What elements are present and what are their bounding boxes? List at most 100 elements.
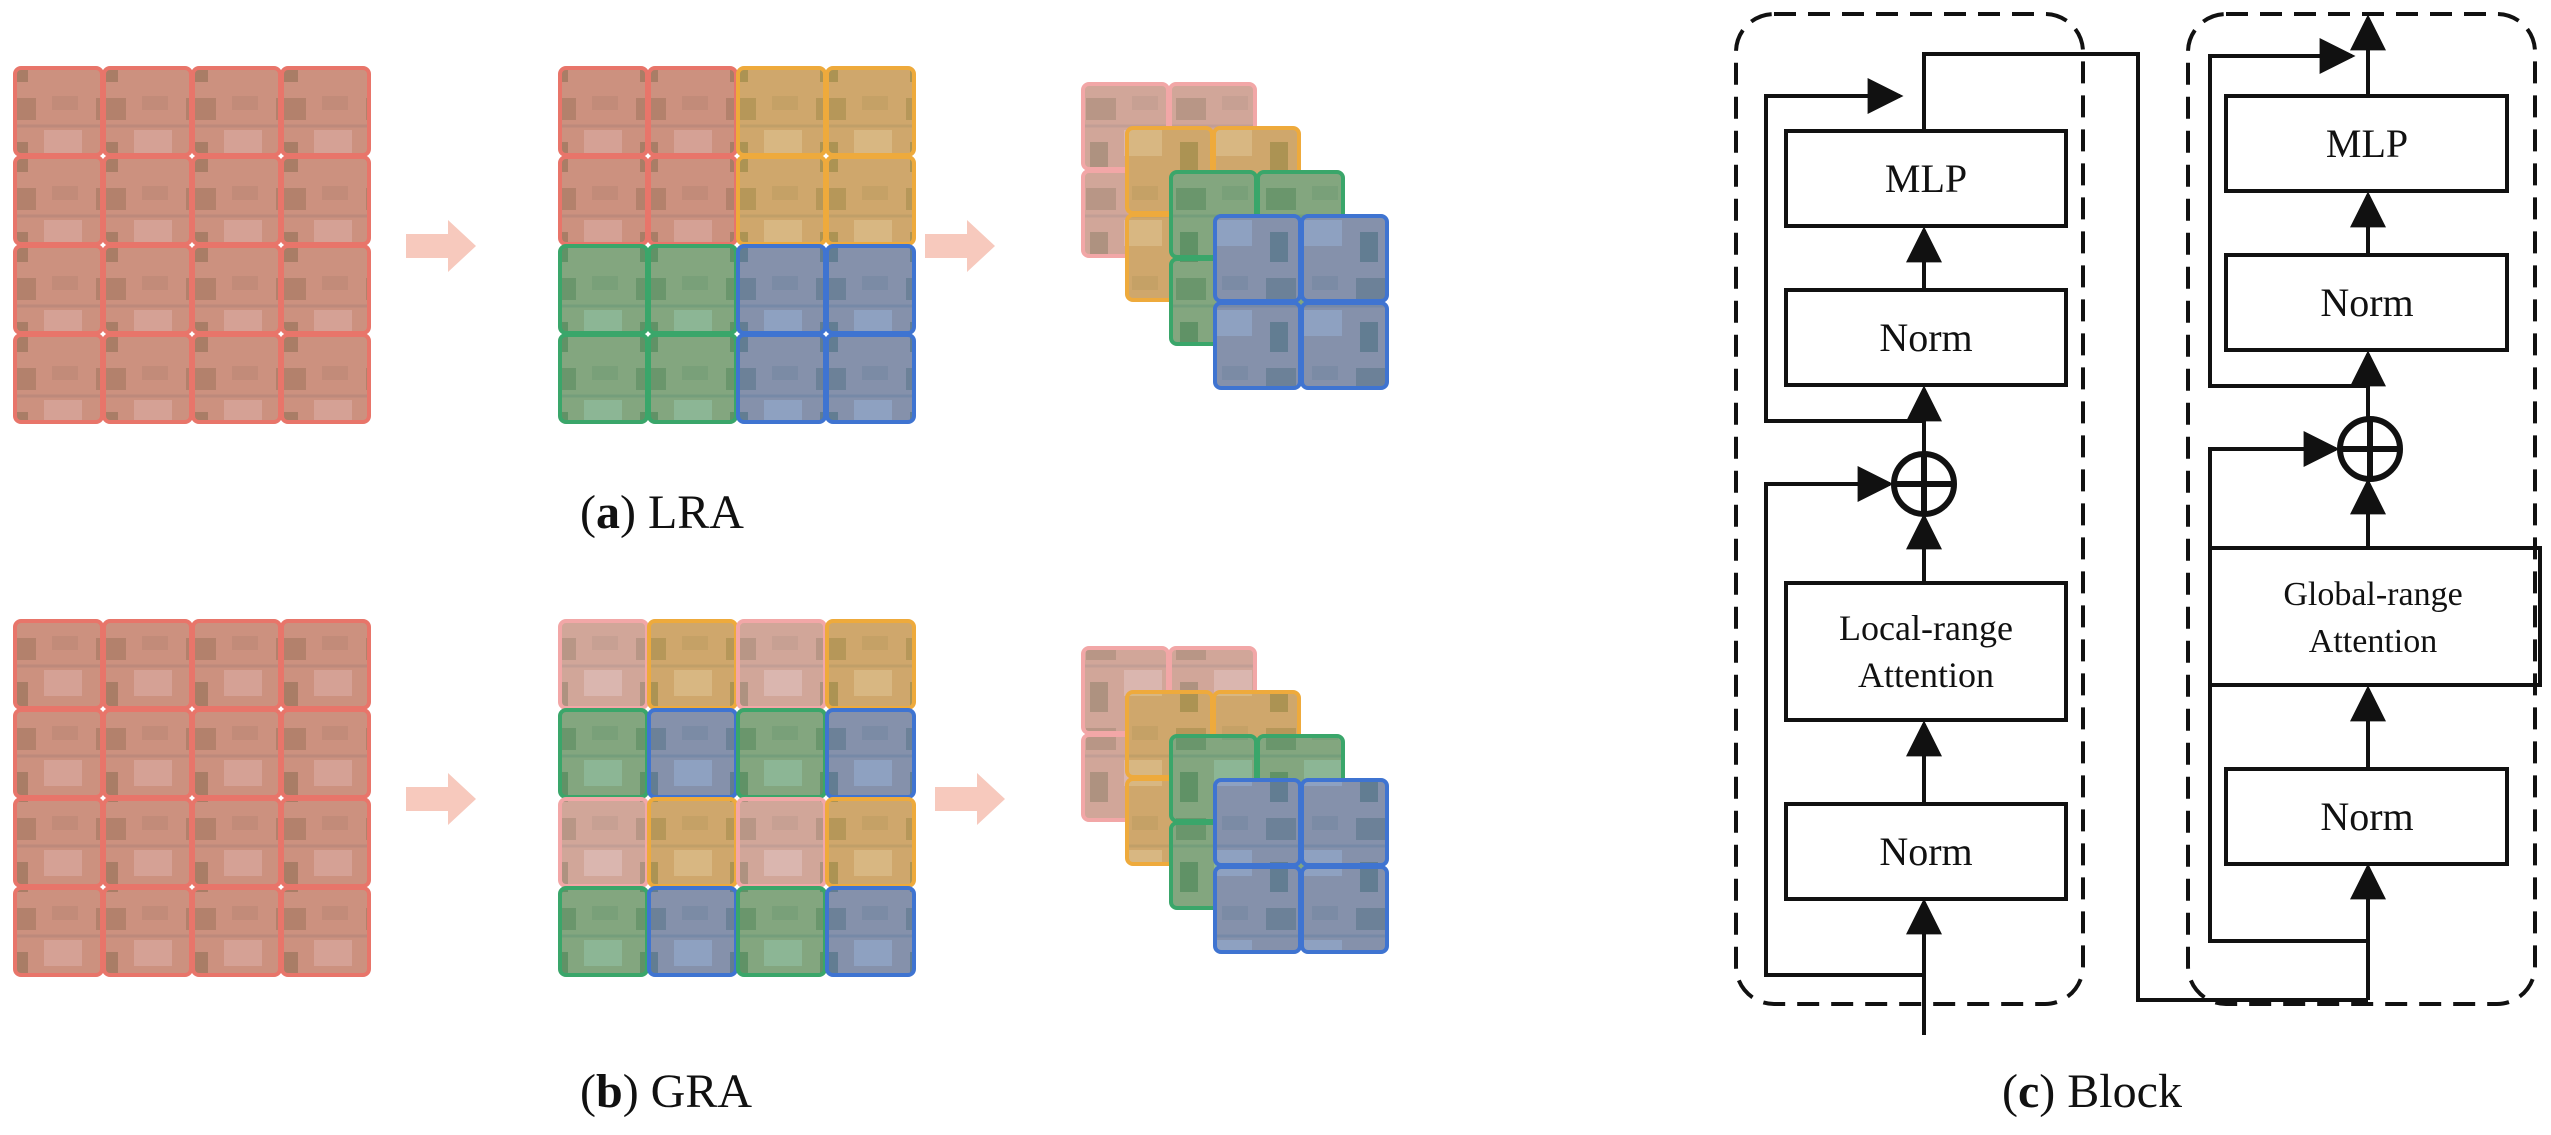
right-skip-2 <box>2208 38 2368 388</box>
gra-group-patch-3-1-image <box>649 888 736 975</box>
gra-input-patch-3-3-image <box>282 888 369 975</box>
gra-group-patch-2-2 <box>736 797 827 888</box>
left-attention-label-2: Attention <box>1858 655 1994 695</box>
lra-group-patch-2-2 <box>736 244 827 335</box>
block-labels: MLP Norm Local-range Attention Norm MLP … <box>1839 121 2463 874</box>
gra-input-patch-1-3 <box>280 708 371 799</box>
lra-group-patch-0-0 <box>558 66 649 157</box>
lra-group-patch-2-3-image <box>827 246 914 333</box>
lra-input-patch-3-1-image <box>104 335 191 422</box>
lra-input-patch-1-1 <box>102 155 193 246</box>
caption-c-letter: c <box>2018 1065 2039 1118</box>
lra-input-patch-2-0-image <box>15 246 102 333</box>
lra-group-patch-1-3-image <box>827 157 914 244</box>
lra-input-patch-3-0 <box>13 333 104 424</box>
gra-group-patch-1-3 <box>825 708 916 799</box>
gra-stack-patch-blue-1-1 <box>1300 865 1389 954</box>
lra-group-patch-2-1 <box>647 244 738 335</box>
lra-panel: (a) LRA <box>13 66 1389 539</box>
right-norm-top-label: Norm <box>2320 280 2413 325</box>
lra-group-patch-3-0-image <box>560 335 647 422</box>
gra-input-patch-0-0-image <box>15 621 102 708</box>
gra-group-patch-0-2-image <box>738 621 825 708</box>
lra-input-patch-1-2 <box>191 155 282 246</box>
gra-input-patch-2-0-image <box>15 799 102 886</box>
lra-input-patch-0-2 <box>191 66 282 157</box>
gra-stack-patch-blue-0-0 <box>1213 778 1302 867</box>
caption-b: (b) GRA <box>580 1065 752 1118</box>
gra-group-patch-3-2-image <box>738 888 825 975</box>
left-block-container <box>1734 12 2085 1006</box>
lra-group-patch-1-0-image <box>560 157 647 244</box>
lra-stack-patch-blue-1-1-image <box>1302 303 1387 388</box>
gra-input-patch-1-2 <box>191 708 282 799</box>
lra-input-patch-2-3-image <box>282 246 369 333</box>
gra-group-patch-1-3-image <box>827 710 914 797</box>
gra-group-patch-0-3 <box>825 619 916 710</box>
lra-group-patch-3-3-image <box>827 335 914 422</box>
lra-group-patch-2-1-image <box>649 246 736 333</box>
lra-group-patch-2-2-image <box>738 246 825 333</box>
lra-input-patch-2-2-image <box>193 246 280 333</box>
lra-stack-patch-blue-1-0-image <box>1215 303 1300 388</box>
gra-group-patch-2-0-image <box>560 799 647 886</box>
gra-input-patch-3-2-image <box>193 888 280 975</box>
gra-grouped-grid <box>558 619 916 977</box>
block-connector <box>1922 52 2368 1002</box>
lra-input-patch-3-3-image <box>282 335 369 422</box>
lra-group-patch-0-1 <box>647 66 738 157</box>
left-attention-box <box>1784 581 2068 722</box>
flow-arrow-shape <box>925 220 995 272</box>
right-norm-bottom-label: Norm <box>2320 794 2413 839</box>
lra-group-patch-0-2-image <box>738 68 825 155</box>
right-attention-label-1: Global-range <box>2283 576 2462 613</box>
gra-input-patch-1-3-image <box>282 710 369 797</box>
right-block-container <box>2186 12 2537 1006</box>
block-panel <box>1734 12 2542 1035</box>
gra-arrow-2 <box>935 773 1005 825</box>
gra-group-patch-1-0-image <box>560 710 647 797</box>
gra-group-patch-1-2 <box>736 708 827 799</box>
lra-group-patch-3-2 <box>736 333 827 424</box>
gra-group-patch-1-0 <box>558 708 649 799</box>
gra-group-patch-2-0 <box>558 797 649 888</box>
gra-input-grid <box>13 619 371 977</box>
gra-stack-patch-blue-1-1-image <box>1302 867 1387 952</box>
lra-group-patch-3-0 <box>558 333 649 424</box>
lra-group-patch-0-0-image <box>560 68 647 155</box>
gra-input-patch-0-0 <box>13 619 104 710</box>
gra-group-patch-1-2-image <box>738 710 825 797</box>
lra-input-patch-3-1 <box>102 333 193 424</box>
gra-group-patch-2-1 <box>647 797 738 888</box>
gra-stack-patch-blue-0-1 <box>1300 778 1389 867</box>
lra-arrow-2 <box>925 220 995 272</box>
gra-input-patch-2-0 <box>13 797 104 888</box>
gra-input-patch-0-3 <box>280 619 371 710</box>
flow-arrow-shape <box>406 220 476 272</box>
gra-input-patch-2-3-image <box>282 799 369 886</box>
caption-c: (c) Block <box>2002 1065 2182 1118</box>
gra-group-patch-2-1-image <box>649 799 736 886</box>
gra-group-patch-2-2-image <box>738 799 825 886</box>
lra-input-patch-0-2-image <box>193 68 280 155</box>
lra-group-patch-0-3-image <box>827 68 914 155</box>
caption-a-letter: a <box>596 486 620 539</box>
gra-group-patch-0-0 <box>558 619 649 710</box>
gra-stack-patch-blue-0-0-image <box>1215 780 1300 865</box>
gra-group-patch-3-0 <box>558 886 649 977</box>
gra-panel: (b) GRA <box>13 619 1389 1118</box>
gra-group-patch-3-2 <box>736 886 827 977</box>
left-norm-top-label: Norm <box>1879 315 1972 360</box>
lra-window-stack <box>1081 82 1389 390</box>
caption-b-letter: b <box>596 1065 623 1118</box>
lra-group-patch-1-1-image <box>649 157 736 244</box>
lra-group-patch-0-2 <box>736 66 827 157</box>
lra-group-patch-1-3 <box>825 155 916 246</box>
lra-input-patch-2-0 <box>13 244 104 335</box>
gra-group-patch-3-1 <box>647 886 738 977</box>
gra-input-patch-3-0-image <box>15 888 102 975</box>
lra-group-patch-1-2-image <box>738 157 825 244</box>
gra-group-patch-3-0-image <box>560 888 647 975</box>
lra-input-patch-2-1-image <box>104 246 191 333</box>
lra-stack-patch-blue-0-1 <box>1300 214 1389 303</box>
